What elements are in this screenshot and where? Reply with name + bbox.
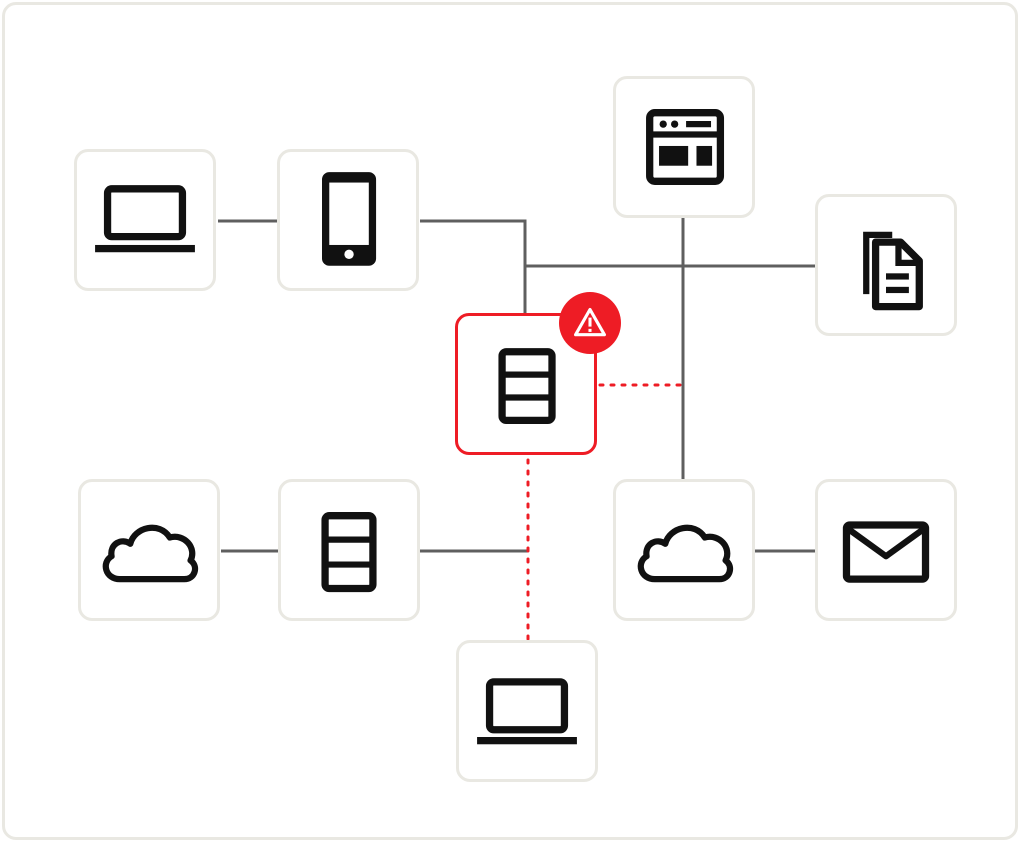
node-laptop-top-left[interactable]	[74, 149, 216, 291]
node-phone[interactable]	[277, 149, 419, 291]
laptop-icon	[95, 185, 195, 253]
mail-icon	[842, 521, 930, 583]
browser-window-icon	[646, 109, 725, 185]
node-laptop-bottom[interactable]	[456, 640, 598, 782]
node-mail[interactable]	[815, 479, 957, 621]
link-phone-bus	[420, 219, 527, 315]
server-icon	[321, 512, 377, 593]
laptop-icon	[477, 678, 577, 745]
cloud-icon	[102, 524, 199, 583]
node-documents[interactable]	[815, 194, 957, 336]
node-cloud-right[interactable]	[613, 479, 755, 621]
cloud-icon	[637, 524, 734, 583]
node-server-left[interactable]	[278, 479, 420, 621]
warning-icon	[574, 307, 606, 337]
documents-icon	[863, 231, 923, 311]
server-icon	[498, 348, 556, 425]
node-cloud-left[interactable]	[78, 479, 220, 621]
node-central-server[interactable]	[455, 313, 597, 455]
alert-badge[interactable]	[559, 292, 621, 354]
smartphone-icon	[322, 172, 377, 266]
node-web-window[interactable]	[613, 76, 755, 218]
